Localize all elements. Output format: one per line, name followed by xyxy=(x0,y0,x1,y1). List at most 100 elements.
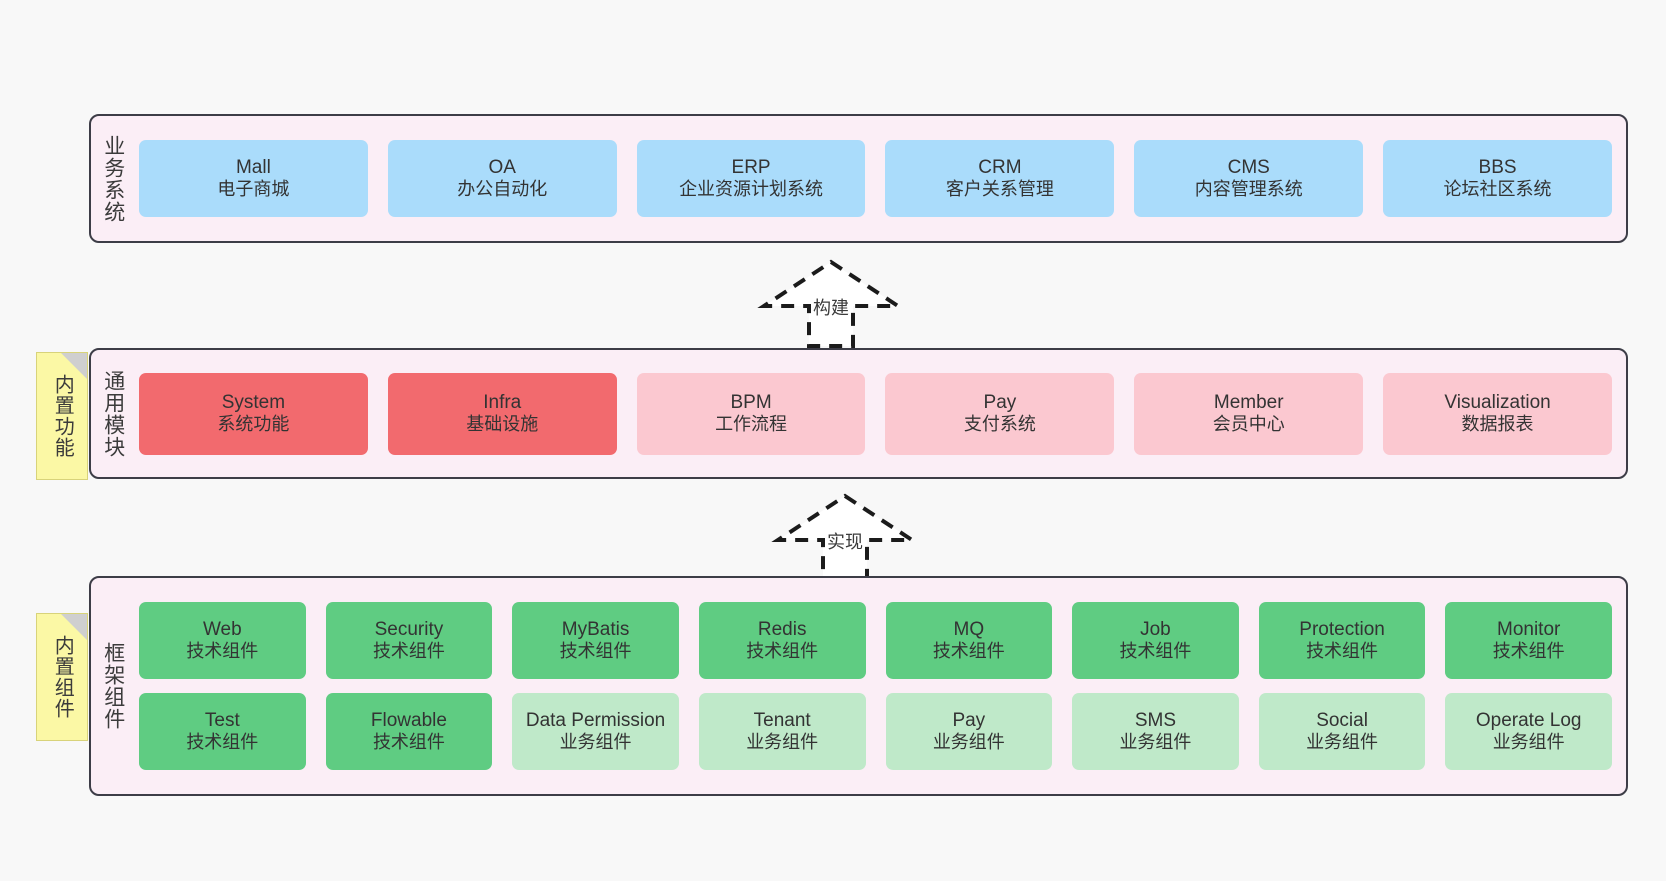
connector-implement-label: 实现 xyxy=(827,532,863,552)
card-mybatis-desc: 技术组件 xyxy=(559,641,632,662)
note-builtin-components-label: 内置组件 xyxy=(51,635,74,719)
card-redis[interactable]: Redis 技术组件 xyxy=(698,602,866,679)
card-mall-desc: 电子商城 xyxy=(217,179,290,200)
card-social[interactable]: Social 业务组件 xyxy=(1258,693,1426,770)
card-sms[interactable]: SMS 业务组件 xyxy=(1072,693,1239,770)
connector-implement: 实现 xyxy=(771,492,919,582)
card-mall[interactable]: Mall 电子商城 xyxy=(139,140,368,217)
card-flowable[interactable]: Flowable 技术组件 xyxy=(325,693,493,770)
card-oa[interactable]: OA 办公自动化 xyxy=(387,140,617,217)
layer-body-business: Mall 电子商城 OA 办公自动化 ERP 企业资源计划系统 CRM 客户关系… xyxy=(135,116,1626,241)
card-mybatis-name: MyBatis xyxy=(561,618,630,640)
card-web-name: Web xyxy=(202,618,242,640)
card-monitor[interactable]: Monitor 技术组件 xyxy=(1445,602,1612,679)
card-tenant-desc: 业务组件 xyxy=(746,732,819,753)
card-pay-component[interactable]: Pay 业务组件 xyxy=(885,693,1053,770)
framework-card-row-1: Web 技术组件 Security 技术组件 MyBatis 技术组件 Redi… xyxy=(139,602,1612,679)
card-test[interactable]: Test 技术组件 xyxy=(139,693,306,770)
card-operate-log-desc: 业务组件 xyxy=(1492,732,1565,753)
card-monitor-name: Monitor xyxy=(1497,618,1561,640)
card-crm-name: CRM xyxy=(978,156,1022,178)
layer-title-modules: 通用模块 xyxy=(101,369,125,458)
card-social-name: Social xyxy=(1316,709,1368,731)
card-erp-desc: 企业资源计划系统 xyxy=(679,179,824,200)
card-tenant[interactable]: Tenant 业务组件 xyxy=(698,693,866,770)
card-cms[interactable]: CMS 内容管理系统 xyxy=(1134,140,1364,217)
connector-build: 构建 xyxy=(757,258,905,348)
card-job-desc: 技术组件 xyxy=(1119,641,1192,662)
card-mq[interactable]: MQ 技术组件 xyxy=(885,602,1053,679)
layer-common-modules: 通用模块 System 系统功能 Infra 基础设施 BPM 工作流程 Pay… xyxy=(89,348,1628,479)
card-monitor-desc: 技术组件 xyxy=(1492,641,1565,662)
note-builtin-components: 内置组件 xyxy=(36,613,88,741)
modules-card-row: System 系统功能 Infra 基础设施 BPM 工作流程 Pay 支付系统… xyxy=(139,372,1612,455)
card-infra[interactable]: Infra 基础设施 xyxy=(387,372,617,455)
card-system-desc: 系统功能 xyxy=(217,414,290,435)
card-pay-module[interactable]: Pay 支付系统 xyxy=(885,372,1115,455)
card-member-desc: 会员中心 xyxy=(1212,414,1285,435)
card-member-name: Member xyxy=(1213,391,1284,413)
card-operate-log-name: Operate Log xyxy=(1475,709,1582,731)
layer-body-framework: Web 技术组件 Security 技术组件 MyBatis 技术组件 Redi… xyxy=(135,578,1626,794)
card-security-desc: 技术组件 xyxy=(372,641,445,662)
card-flowable-name: Flowable xyxy=(370,709,447,731)
layer-body-modules: System 系统功能 Infra 基础设施 BPM 工作流程 Pay 支付系统… xyxy=(135,350,1626,477)
card-visualization[interactable]: Visualization 数据报表 xyxy=(1383,372,1612,455)
card-mq-name: MQ xyxy=(953,618,985,640)
card-erp[interactable]: ERP 企业资源计划系统 xyxy=(636,140,866,217)
card-visualization-name: Visualization xyxy=(1444,391,1551,413)
card-erp-name: ERP xyxy=(731,156,771,178)
card-redis-desc: 技术组件 xyxy=(746,641,819,662)
card-oa-name: OA xyxy=(488,156,516,178)
card-bpm[interactable]: BPM 工作流程 xyxy=(636,372,866,455)
card-system[interactable]: System 系统功能 xyxy=(139,372,368,455)
card-pay-module-name: Pay xyxy=(983,391,1017,413)
layer-framework-components: 框架组件 Web 技术组件 Security 技术组件 MyBatis 技术组件… xyxy=(89,576,1628,796)
card-web-desc: 技术组件 xyxy=(186,641,259,662)
card-security-name: Security xyxy=(374,618,444,640)
card-bbs-name: BBS xyxy=(1478,156,1517,178)
layer-title-business: 业务系统 xyxy=(101,134,125,223)
card-protection[interactable]: Protection 技术组件 xyxy=(1258,602,1426,679)
card-protection-name: Protection xyxy=(1299,618,1385,640)
card-tenant-name: Tenant xyxy=(753,709,811,731)
card-protection-desc: 技术组件 xyxy=(1306,641,1379,662)
card-cms-name: CMS xyxy=(1227,156,1270,178)
framework-card-row-2: Test 技术组件 Flowable 技术组件 Data Permission … xyxy=(139,693,1612,770)
card-visualization-desc: 数据报表 xyxy=(1461,414,1534,435)
card-mq-desc: 技术组件 xyxy=(932,641,1005,662)
business-card-row: Mall 电子商城 OA 办公自动化 ERP 企业资源计划系统 CRM 客户关系… xyxy=(139,140,1612,217)
card-bbs-desc: 论坛社区系统 xyxy=(1443,179,1552,200)
card-infra-desc: 基础设施 xyxy=(466,414,539,435)
card-data-permission-desc: 业务组件 xyxy=(559,732,632,753)
card-crm-desc: 客户关系管理 xyxy=(945,179,1054,200)
card-test-name: Test xyxy=(204,709,240,731)
card-data-permission[interactable]: Data Permission 业务组件 xyxy=(512,693,679,770)
card-job-name: Job xyxy=(1140,618,1171,640)
card-web[interactable]: Web 技术组件 xyxy=(139,602,306,679)
card-infra-name: Infra xyxy=(483,391,522,413)
card-bpm-desc: 工作流程 xyxy=(715,414,788,435)
card-cms-desc: 内容管理系统 xyxy=(1194,179,1303,200)
card-sms-desc: 业务组件 xyxy=(1119,732,1192,753)
card-member[interactable]: Member 会员中心 xyxy=(1134,372,1364,455)
card-security[interactable]: Security 技术组件 xyxy=(325,602,493,679)
card-system-name: System xyxy=(221,391,286,413)
card-mall-name: Mall xyxy=(235,156,271,178)
layer-business-system: 业务系统 Mall 电子商城 OA 办公自动化 ERP 企业资源计划系统 CRM… xyxy=(89,114,1628,243)
card-social-desc: 业务组件 xyxy=(1306,732,1379,753)
card-oa-desc: 办公自动化 xyxy=(457,179,548,200)
card-bbs[interactable]: BBS 论坛社区系统 xyxy=(1383,140,1612,217)
card-flowable-desc: 技术组件 xyxy=(372,732,445,753)
card-mybatis[interactable]: MyBatis 技术组件 xyxy=(512,602,679,679)
connector-build-label: 构建 xyxy=(813,298,849,318)
card-job[interactable]: Job 技术组件 xyxy=(1072,602,1239,679)
card-sms-name: SMS xyxy=(1134,709,1177,731)
card-bpm-name: BPM xyxy=(730,391,772,413)
card-data-permission-name: Data Permission xyxy=(525,709,666,731)
card-operate-log[interactable]: Operate Log 业务组件 xyxy=(1445,693,1612,770)
layer-title-framework: 框架组件 xyxy=(101,642,125,730)
card-redis-name: Redis xyxy=(757,618,807,640)
card-crm[interactable]: CRM 客户关系管理 xyxy=(885,140,1115,217)
